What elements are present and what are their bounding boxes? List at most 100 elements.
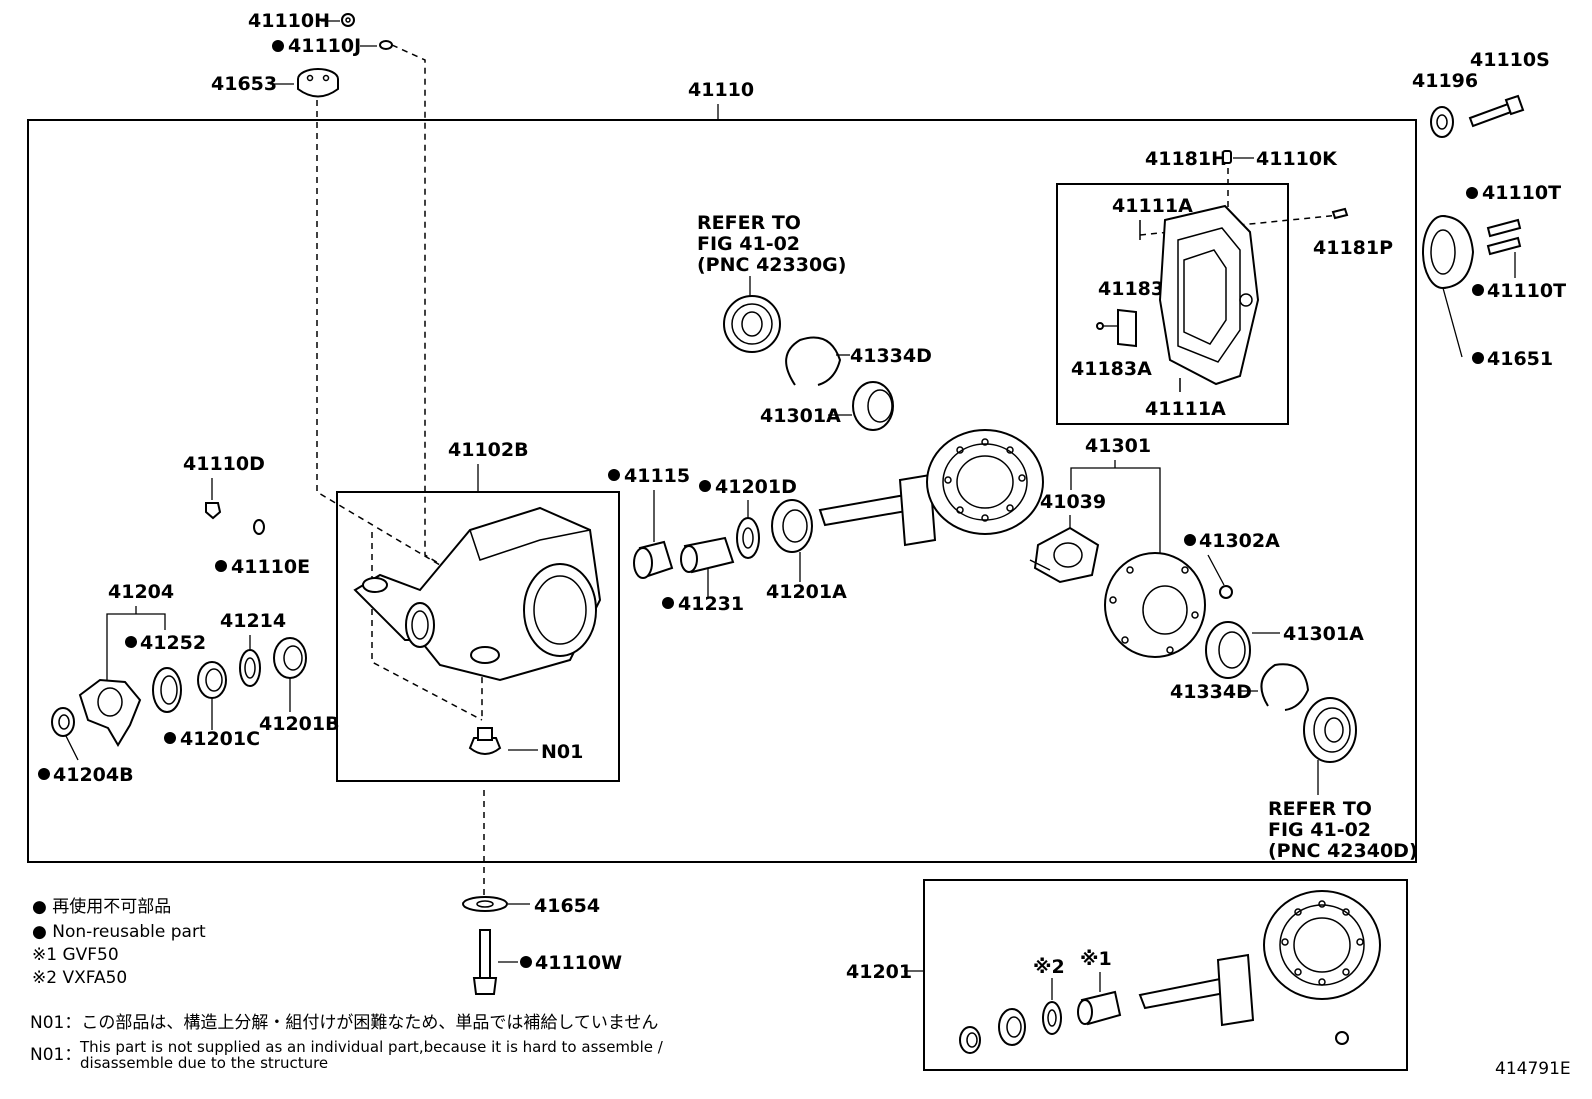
label-41110D: 41110D	[183, 453, 265, 475]
label-41231: 41231	[678, 593, 744, 615]
figure-id: 414791E	[1495, 1059, 1571, 1079]
label-41183: 41183	[1098, 278, 1164, 300]
part-41201B: 41201B	[259, 637, 340, 735]
label-41334D-right: 41334D	[1170, 681, 1252, 703]
label-41110E: 41110E	[231, 556, 310, 578]
legend-mark2: ※2 VXFA50	[32, 968, 127, 988]
assembly-dashed-lines	[316, 44, 1341, 895]
label-41302A: 41302A	[1199, 530, 1280, 552]
drain-plug	[468, 737, 502, 755]
part-41039: 41039	[1029, 491, 1106, 584]
label-41651: 41651	[1487, 348, 1553, 370]
label-41110S: 41110S	[1470, 49, 1550, 71]
label-41110H: 41110H	[248, 10, 330, 32]
label-41039: 41039	[1040, 491, 1106, 513]
part-41110E: 41110E	[215, 519, 310, 578]
legend-n01-en-line2: disassemble due to the structure	[80, 1054, 328, 1072]
label-41110T-top: 41110T	[1482, 182, 1561, 204]
part-41651: 41651	[1422, 215, 1553, 370]
part-41334D-right: 41334D	[1170, 663, 1310, 711]
label-41201: 41201	[846, 961, 912, 983]
label-41111A-top: 41111A	[1112, 195, 1193, 217]
label-41110: 41110	[688, 79, 754, 101]
legend-n01-en-prefix: N01：	[30, 1045, 81, 1065]
part-41110H: 41110H	[248, 10, 355, 32]
part-41110W: 41110W	[472, 929, 622, 995]
label-N01: N01	[541, 741, 583, 763]
label-41196: 41196	[1412, 70, 1478, 92]
label-41183A: 41183A	[1071, 358, 1152, 380]
part-41654: 41654	[462, 895, 600, 917]
oil-seal-right: REFER TO FIG 41-02 (PNC 42340D)	[1268, 697, 1418, 862]
label-41204: 41204	[108, 581, 174, 603]
label-41181H: 41181H	[1145, 148, 1227, 170]
part-41301: 41301	[1070, 435, 1161, 555]
label-41201C: 41201C	[180, 728, 260, 750]
label-41110J: 41110J	[288, 35, 361, 57]
case-group: 41102B N01	[353, 439, 602, 763]
part-41334D-top: 41334D	[785, 336, 932, 386]
label-41204B: 41204B	[53, 764, 134, 786]
cover-group: 41181H 41110K 41111A 41181P 41183 41183A…	[1071, 148, 1393, 420]
part-41196: 41196	[1412, 70, 1478, 138]
part-41110D: 41110D	[183, 453, 265, 520]
label-41653: 41653	[211, 73, 277, 95]
label-refer-top-3: (PNC 42330G)	[697, 254, 846, 276]
legend-mark1: ※1 GVF50	[32, 945, 119, 965]
part-41252: 41252	[125, 632, 206, 713]
main-assembly-frame	[27, 119, 1417, 863]
part-41110J: 41110J	[272, 35, 393, 57]
label-mark1: ※1	[1080, 948, 1112, 970]
label-41301A-right: 41301A	[1283, 623, 1364, 645]
label-41201B: 41201B	[259, 713, 340, 735]
part-41201A: 41201A	[766, 499, 847, 603]
oil-seal-top	[723, 295, 781, 353]
legend: ● 再使用不可部品 ● Non-reusable part ※1 GVF50 ※…	[30, 896, 664, 1072]
label-refer-bottom-2: FIG 41-02	[1268, 819, 1371, 841]
label-41654: 41654	[534, 895, 600, 917]
non-reusable-dot	[272, 40, 284, 52]
part-41110S: 41110S	[1468, 49, 1550, 128]
gear-kit-frame	[923, 879, 1408, 1071]
part-41302A: 41302A	[1184, 530, 1280, 599]
part-41301A-right: 41301A	[1205, 621, 1364, 679]
label-41102B: 41102B	[448, 439, 529, 461]
part-41204: 41204	[78, 581, 174, 747]
legend-n01-en-line1: This part is not supplied as an individu…	[79, 1038, 664, 1056]
part-41201C: 41201C	[164, 661, 260, 750]
label-41110W: 41110W	[535, 952, 622, 974]
diff-case	[1104, 552, 1206, 658]
legend-non-reusable-en: ● Non-reusable part	[32, 922, 206, 942]
label-refer-top-1: REFER TO	[697, 212, 801, 234]
label-refer-bottom-3: (PNC 42340D)	[1268, 840, 1418, 862]
label-41110K: 41110K	[1256, 148, 1338, 170]
label-41201D: 41201D	[715, 476, 797, 498]
label-41301A-top: 41301A	[760, 405, 841, 427]
ring-pinion-gear	[818, 429, 1044, 547]
label-mark2: ※2	[1033, 956, 1065, 978]
label-41201A: 41201A	[766, 581, 847, 603]
label-41334D-top: 41334D	[850, 345, 932, 367]
cover-subassembly-frame	[1056, 183, 1289, 425]
part-41110T: 41110T 41110T	[1466, 182, 1566, 302]
part-41201-kit: 41201 ※2 ※1	[846, 890, 1381, 1054]
part-41214: 41214	[220, 610, 286, 687]
label-41115: 41115	[624, 465, 690, 487]
label-refer-bottom-1: REFER TO	[1268, 798, 1372, 820]
part-41231: 41231	[662, 536, 744, 615]
label-41214: 41214	[220, 610, 286, 632]
label-41181P: 41181P	[1313, 237, 1393, 259]
label-41301: 41301	[1085, 435, 1151, 457]
label-refer-top-2: FIG 41-02	[697, 233, 800, 255]
legend-non-reusable-jp: ● 再使用不可部品	[32, 896, 171, 917]
part-41204B: 41204B	[38, 707, 134, 786]
part-41653: 41653	[211, 68, 339, 98]
part-41301A-top: 41301A	[760, 381, 894, 431]
label-41111A-bottom: 41111A	[1145, 398, 1226, 420]
label-41252: 41252	[140, 632, 206, 654]
refer-top: REFER TO FIG 41-02 (PNC 42330G)	[697, 212, 846, 296]
part-41201D: 41201D	[699, 476, 797, 559]
legend-n01-jp: N01：この部品は、構造上分解・組付けが困難なため、単品では補給していません	[30, 1013, 658, 1033]
label-41110T-bottom: 41110T	[1487, 280, 1566, 302]
